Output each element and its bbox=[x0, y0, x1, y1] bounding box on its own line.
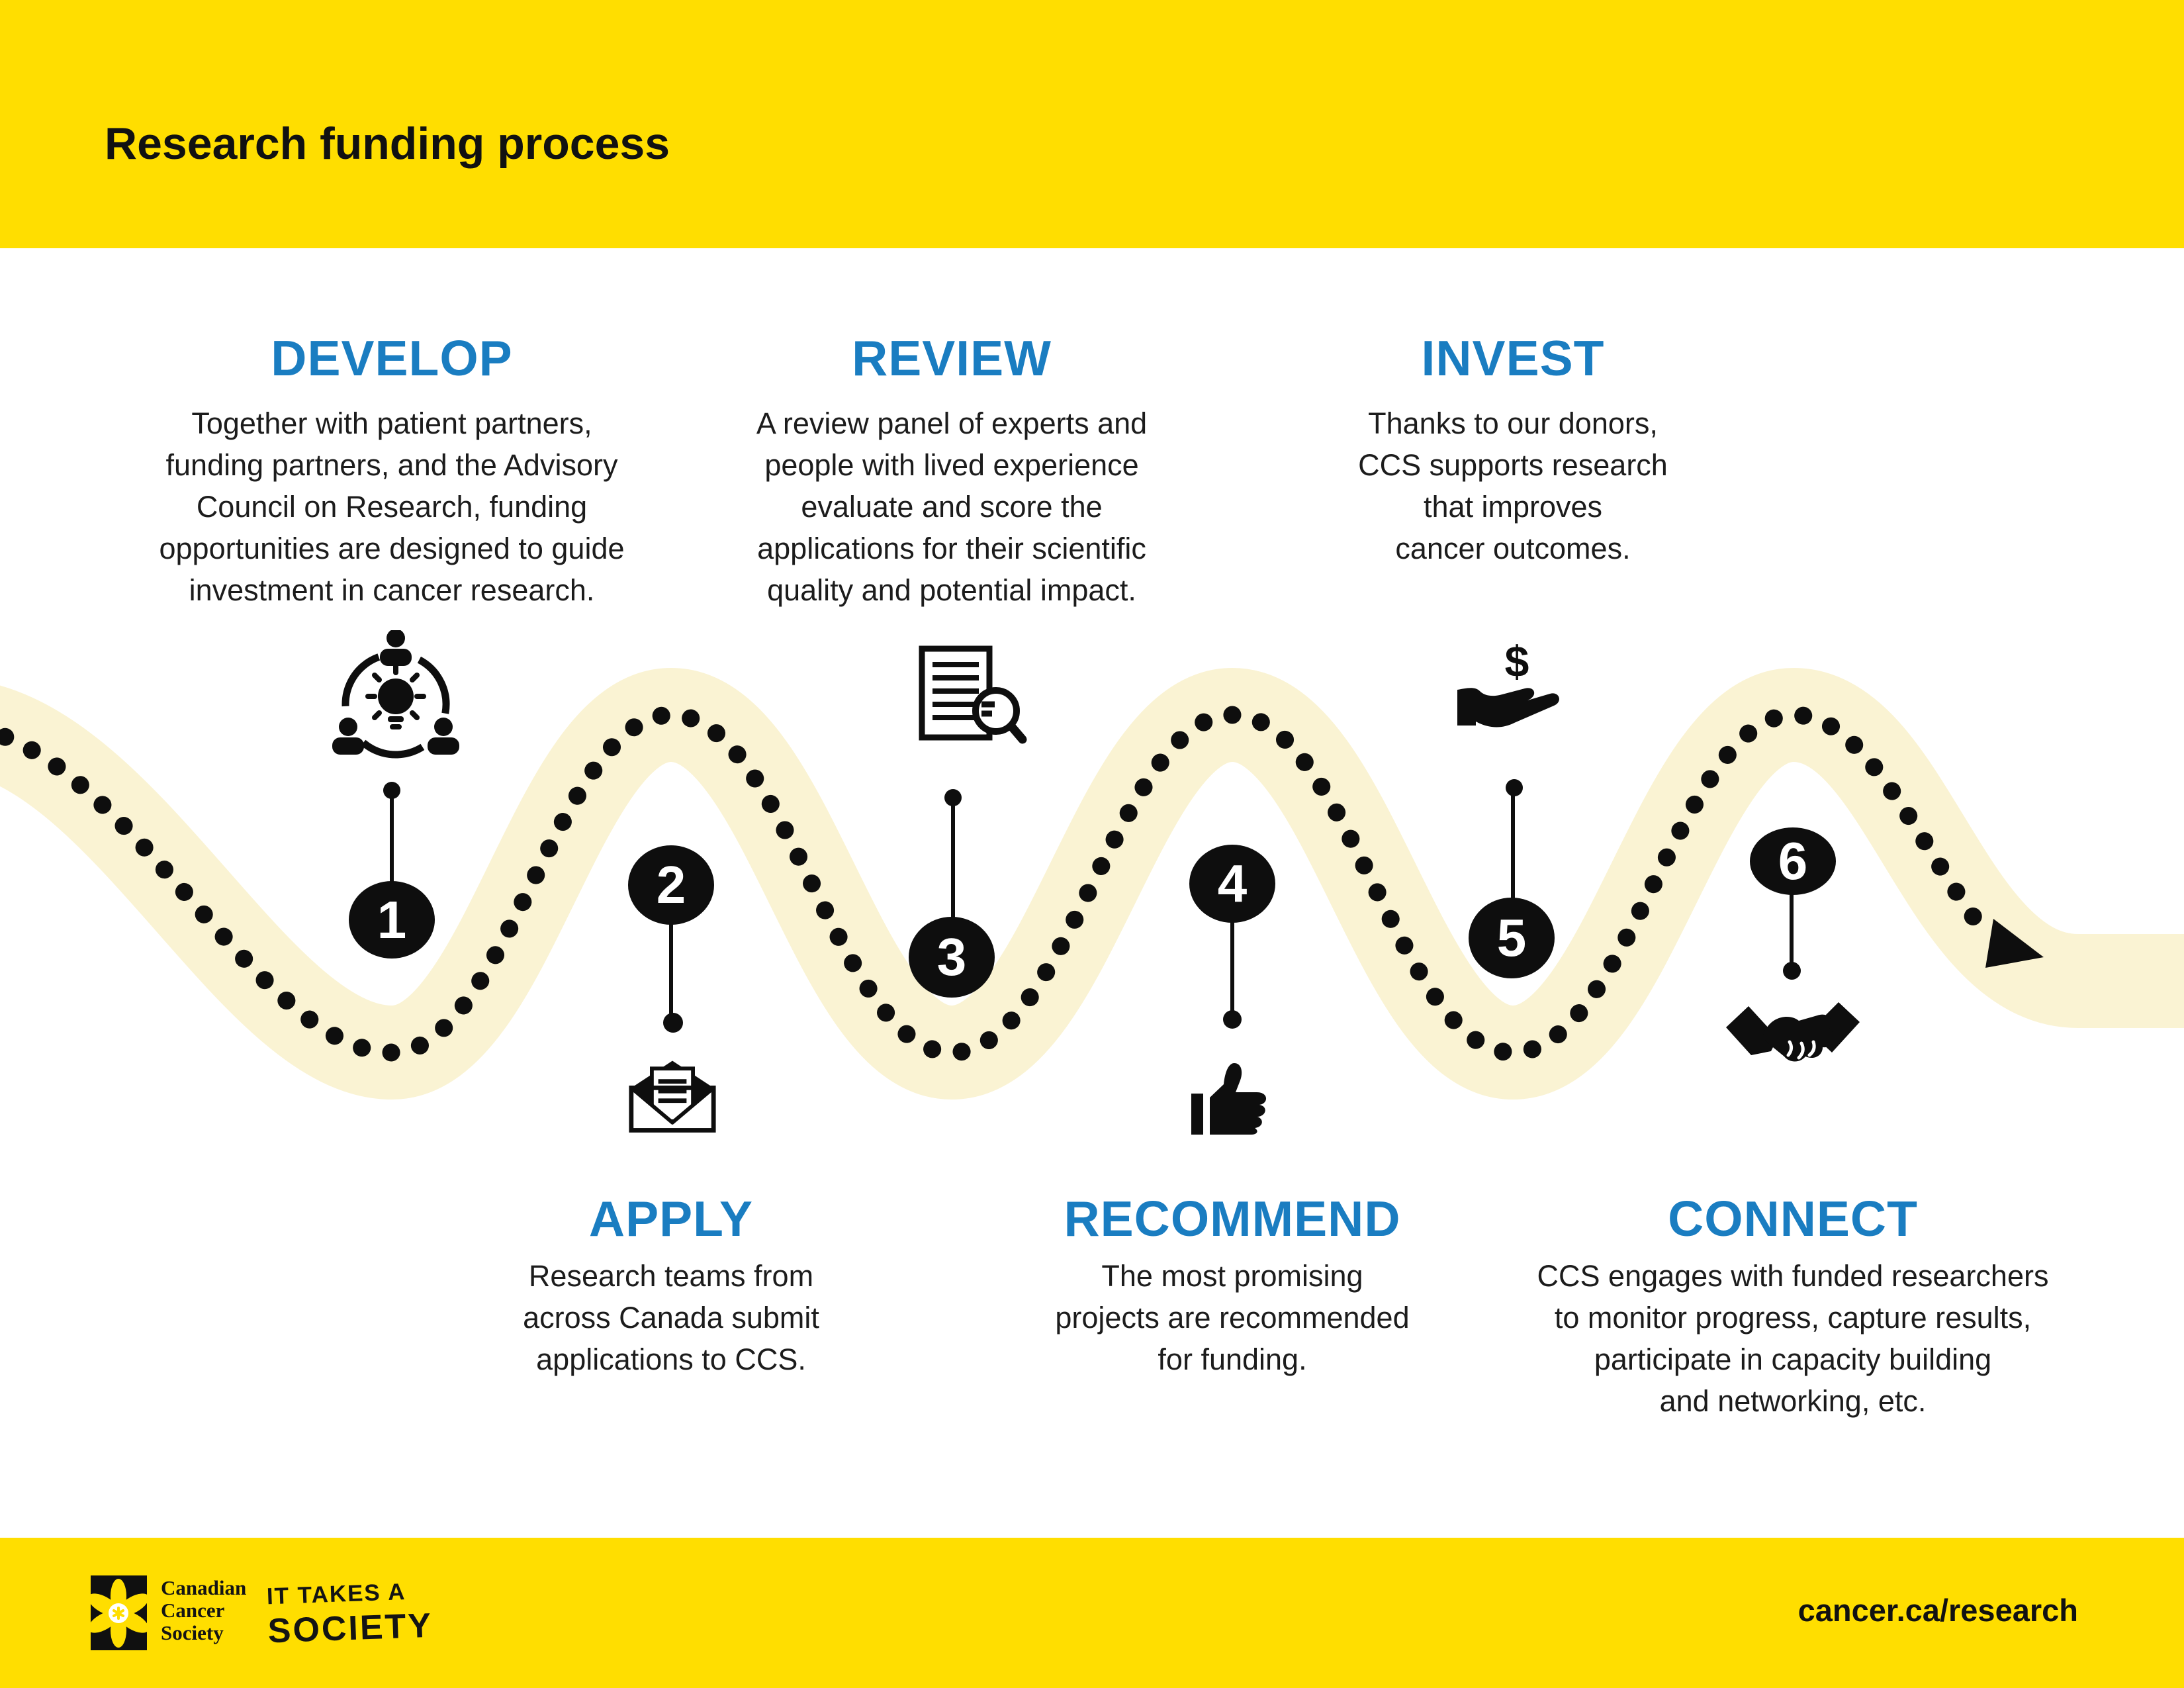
envelope-icon bbox=[629, 1060, 716, 1133]
tagline-line-2: SOCIETY bbox=[267, 1606, 433, 1651]
step-desc-review: A review panel of experts and people wit… bbox=[756, 406, 1148, 607]
pin-line-4 bbox=[1230, 921, 1234, 1011]
step-title-review: REVIEW bbox=[852, 330, 1052, 386]
step-number-4: 4 bbox=[1189, 845, 1275, 923]
step-number-6: 6 bbox=[1750, 827, 1836, 895]
page-title: Research funding process bbox=[105, 118, 670, 169]
step-number-1: 1 bbox=[349, 881, 435, 959]
pin-dot-2 bbox=[663, 1013, 683, 1033]
step-title-apply: APPLY bbox=[588, 1191, 754, 1246]
pin-line-1 bbox=[390, 798, 394, 884]
handshake-icon bbox=[1726, 1002, 1860, 1062]
pin-line-5 bbox=[1511, 795, 1515, 900]
svg-text:$: $ bbox=[1505, 641, 1529, 686]
document-magnifier-icon bbox=[919, 645, 1027, 744]
pin-line-2 bbox=[669, 923, 673, 1014]
step-number-2: 2 bbox=[628, 845, 714, 925]
team-idea-icon bbox=[332, 630, 459, 759]
step-number-3: 3 bbox=[909, 917, 995, 998]
footer-url: cancer.ca/research bbox=[1797, 1593, 2078, 1628]
tagline-line-1: IT TAKES A bbox=[266, 1579, 407, 1610]
step-desc-apply: Research teams from across Canada submit… bbox=[523, 1259, 819, 1376]
hand-dollar-icon: $ bbox=[1457, 641, 1559, 727]
ccs-daffodil-logo-icon bbox=[91, 1575, 147, 1650]
footer-org-name: Canadian Cancer Society bbox=[161, 1576, 247, 1644]
pin-line-3 bbox=[951, 805, 955, 919]
path-arrowhead-icon bbox=[1985, 919, 2044, 968]
step-desc-recommend: The most promising projects are recommen… bbox=[1055, 1259, 1410, 1376]
step-number-5: 5 bbox=[1469, 898, 1555, 978]
step-desc-develop: Together with patient partners, funding … bbox=[159, 406, 625, 607]
path-dotted-line bbox=[0, 706, 1995, 1062]
pin-dot-1 bbox=[383, 782, 400, 799]
step-desc-invest: Thanks to our donors, CCS supports resea… bbox=[1358, 406, 1668, 565]
step-desc-connect: CCS engages with funded researchers to m… bbox=[1537, 1259, 2049, 1418]
pin-dot-5 bbox=[1506, 779, 1523, 796]
footer-tagline: IT TAKES A SOCIETY bbox=[266, 1578, 433, 1652]
step-title-connect: CONNECT bbox=[1668, 1191, 1918, 1246]
thumbs-up-icon bbox=[1191, 1063, 1267, 1135]
header-band bbox=[0, 0, 2184, 248]
pin-line-6 bbox=[1790, 894, 1794, 964]
footer-band bbox=[0, 1538, 2184, 1688]
pin-dot-3 bbox=[944, 789, 962, 806]
step-title-invest: INVEST bbox=[1421, 330, 1605, 386]
pin-dot-4 bbox=[1223, 1010, 1242, 1029]
pin-dot-6 bbox=[1783, 962, 1801, 980]
step-title-recommend: RECOMMEND bbox=[1064, 1191, 1401, 1246]
step-title-develop: DEVELOP bbox=[271, 330, 513, 386]
